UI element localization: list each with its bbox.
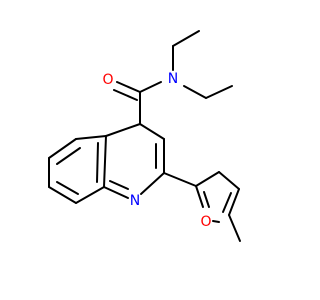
bond (105, 123, 141, 137)
bond (56, 181, 79, 195)
bond (195, 185, 204, 208)
molecule-canvas: O N N O (48, 30, 241, 242)
bond (195, 171, 220, 187)
bond (203, 191, 210, 208)
bond (75, 186, 105, 204)
bond (139, 123, 165, 140)
bond (218, 171, 240, 190)
bond (183, 85, 207, 99)
bond (228, 188, 240, 216)
bond (56, 147, 81, 165)
molecule-structure: O N N O (48, 30, 241, 242)
bond (163, 172, 197, 187)
bond (48, 138, 77, 159)
bond (113, 89, 138, 101)
bond (212, 220, 220, 223)
nitrogen-atom-label: N (130, 193, 140, 209)
bond (103, 186, 129, 199)
bond (75, 135, 107, 140)
bond (222, 192, 232, 213)
bond (139, 81, 162, 93)
oxygen-atom-label: O (200, 214, 211, 230)
oxygen-atom-label: O (102, 72, 113, 88)
bond (116, 81, 141, 93)
bond (103, 135, 107, 188)
bond (96, 142, 99, 183)
bond (48, 186, 77, 204)
bond (140, 172, 165, 195)
nitrogen-atom-label: N (168, 71, 178, 87)
bond (109, 180, 129, 190)
bond (228, 214, 241, 242)
bond (172, 30, 200, 47)
bond (205, 85, 233, 99)
